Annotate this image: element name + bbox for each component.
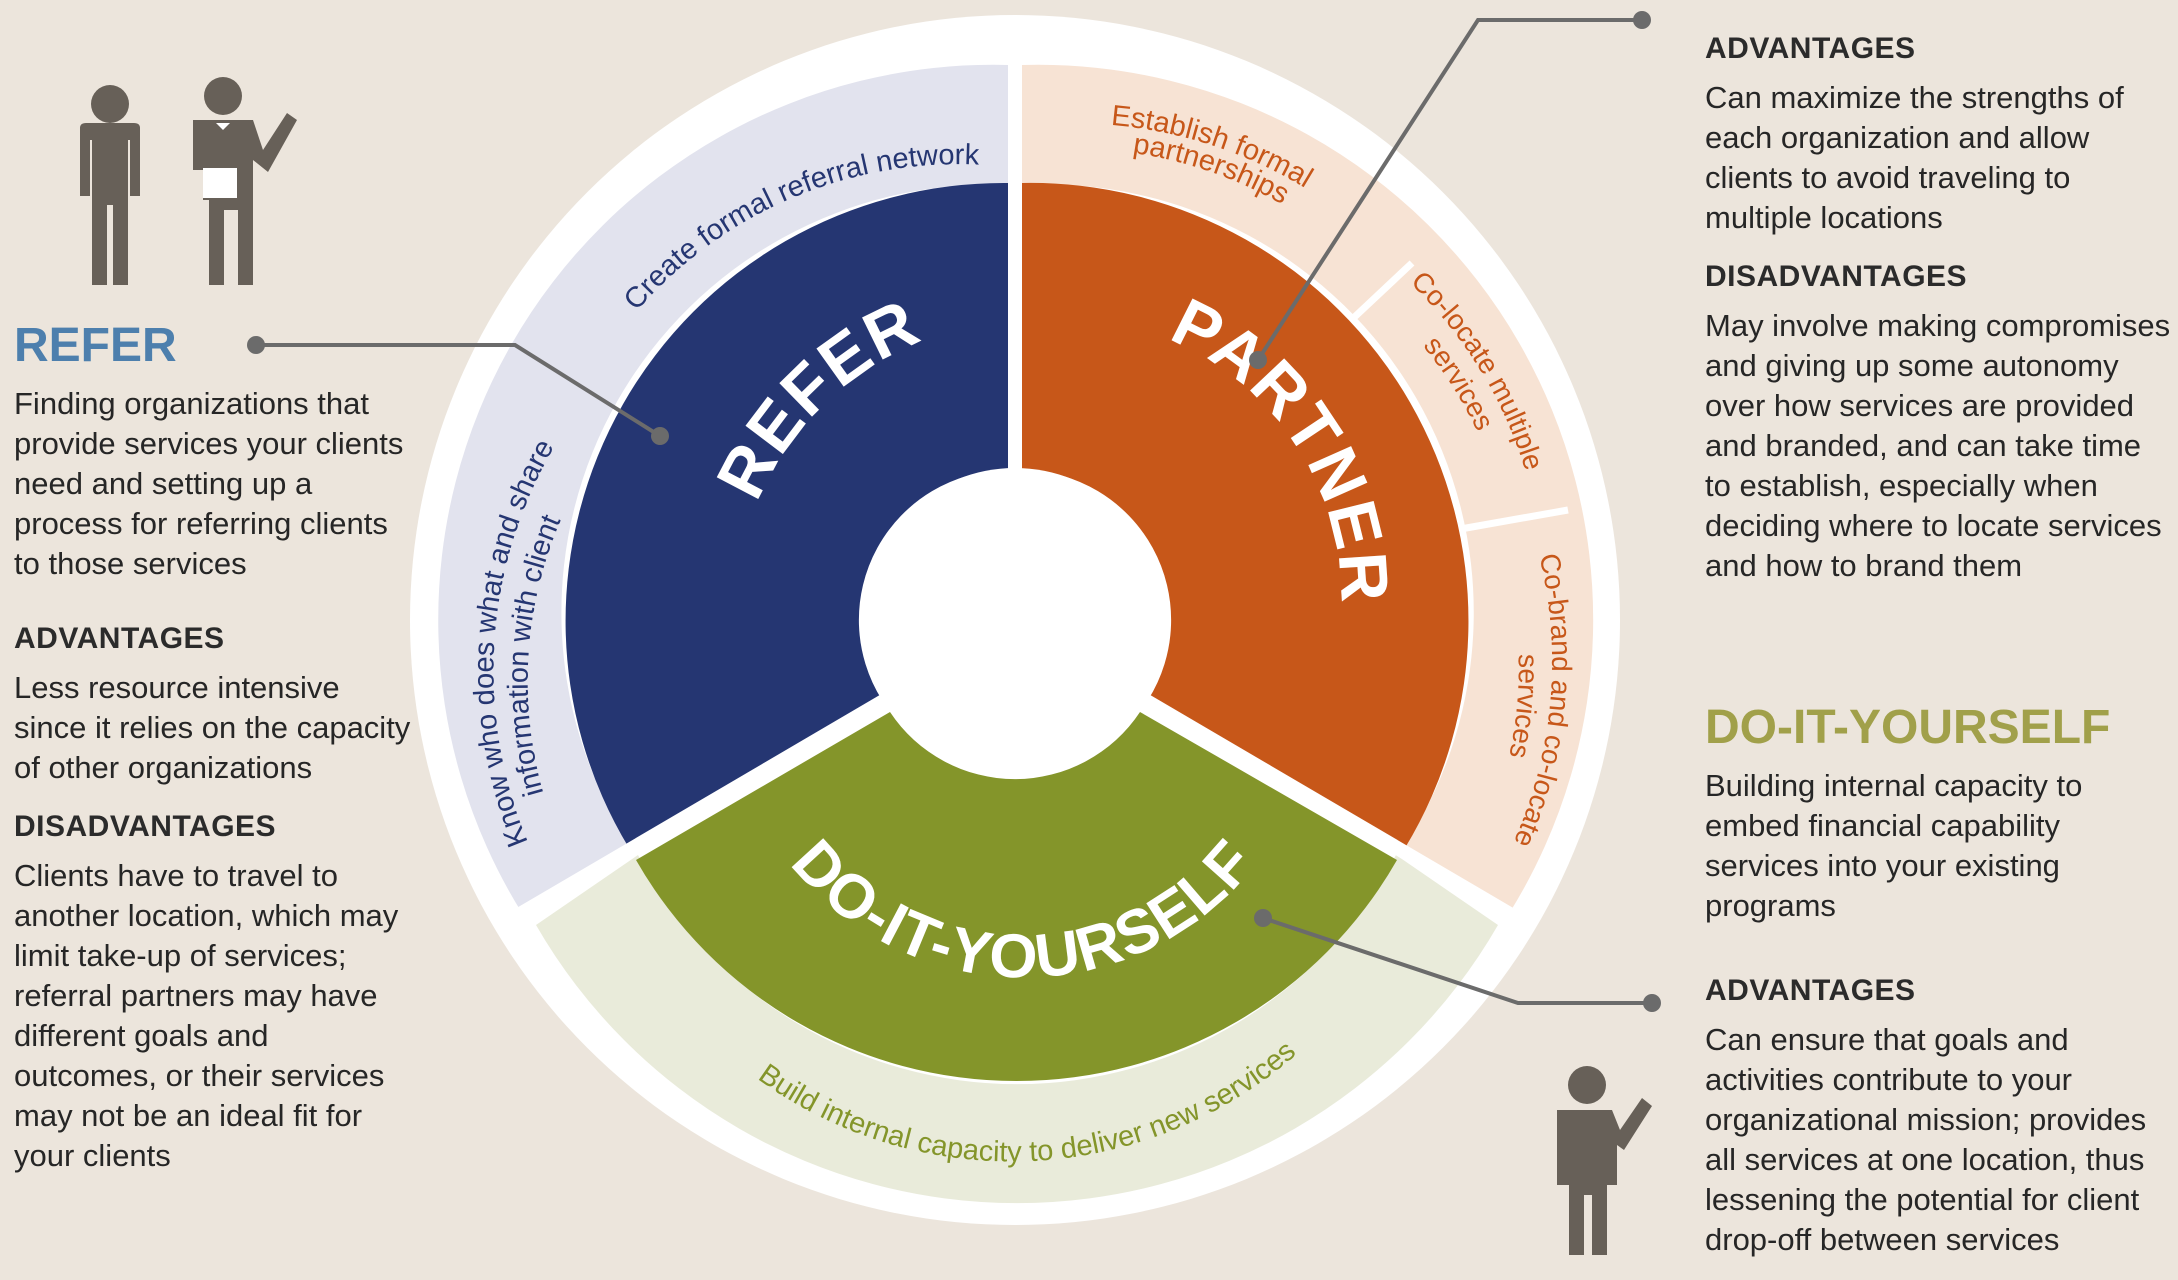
refer-disadvantages-title: DISADVANTAGES <box>14 810 277 843</box>
partner-connector <box>1256 18 1642 362</box>
person-icon <box>80 85 140 285</box>
partner-sector <box>1022 182 1469 849</box>
refer-panel: REFER Finding organizations that provide… <box>14 318 414 1196</box>
wheel-hub <box>863 468 1167 772</box>
diy-panel: DO-IT-YOURSELF Building internal capacit… <box>1705 700 2175 1280</box>
refer-description: Finding organizations that provide servi… <box>14 386 404 581</box>
diy-sector <box>636 712 1397 1082</box>
inner-sectors <box>565 182 1469 1082</box>
refer-sector <box>565 182 1008 848</box>
diy-connector <box>1262 916 1652 1005</box>
partner-band <box>1022 64 1594 912</box>
partner-band-divider-lower <box>1454 506 1569 534</box>
partner-panel: ADVANTAGES Can maximize the strengths of… <box>1705 30 2175 606</box>
partner-disadvantages: May involve making compromises and givin… <box>1705 308 2171 583</box>
refer-band <box>438 64 1008 913</box>
partner-connector-dot-inner <box>1249 351 1267 369</box>
connector-dots <box>247 11 1661 1012</box>
partner-advantages: Can maximize the strengths of each organ… <box>1705 80 2124 235</box>
diy-description: Building internal capacity to embed fina… <box>1705 768 2083 923</box>
refer-disadvantages: Clients have to travel to another locati… <box>14 858 399 1173</box>
diy-connector-dot-inner <box>1254 909 1272 927</box>
partner-connector-dot-outer <box>1633 11 1651 29</box>
connectors <box>256 18 1652 1005</box>
partner-advantages-title: ADVANTAGES <box>1705 32 1916 65</box>
person-gesturing-icon <box>1557 1066 1652 1255</box>
refer-advantages-title: ADVANTAGES <box>14 622 225 655</box>
diy-band <box>536 855 1498 1204</box>
refer-connector-dot-outer <box>247 336 265 354</box>
refer-heading: REFER <box>14 319 177 372</box>
diy-connector-dot-outer <box>1643 994 1661 1012</box>
diy-advantages-title: ADVANTAGES <box>1705 974 1916 1007</box>
partner-disadvantages-title: DISADVANTAGES <box>1705 260 1968 293</box>
refer-advantages: Less resource intensive since it relies … <box>14 670 411 785</box>
diy-heading: DO-IT-YOURSELF <box>1705 701 2111 754</box>
diy-advantages: Can ensure that goals and activities con… <box>1705 1022 2147 1257</box>
refer-connector <box>256 343 662 438</box>
waiter-icon <box>193 77 297 285</box>
sector-separators <box>506 60 1524 927</box>
refer-connector-dot-inner <box>651 427 669 445</box>
